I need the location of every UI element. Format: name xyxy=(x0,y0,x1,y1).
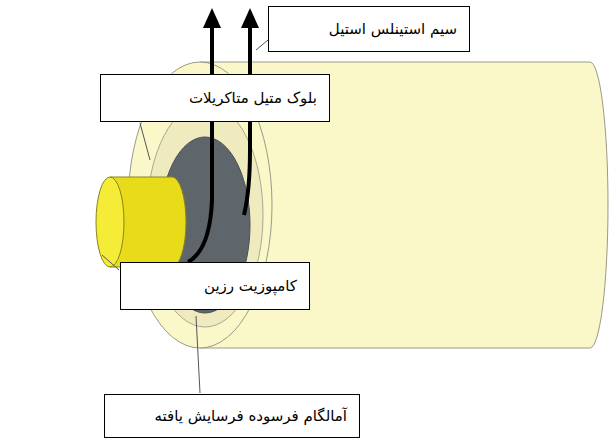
wire-arrowhead xyxy=(241,8,259,28)
label-box: آمالگام فرسوده فرسایش یافته xyxy=(104,394,360,438)
composite-face xyxy=(96,177,124,267)
label-box: سیم استینلس استیل xyxy=(268,6,470,52)
label-text: سیم استینلس استیل xyxy=(317,20,469,38)
leader-line xyxy=(256,40,268,50)
leader-line xyxy=(196,316,200,393)
leader-line xyxy=(140,123,150,160)
label-box: کامپوزیت رزین xyxy=(120,262,310,310)
steel-wire xyxy=(188,26,212,262)
label-text: کامپوزیت رزین xyxy=(192,277,309,295)
label-box: بلوک متیل متاکریلات xyxy=(100,74,330,122)
wire-arrowhead xyxy=(203,8,221,28)
label-text: آمالگام فرسوده فرسایش یافته xyxy=(143,407,359,425)
label-text: بلوک متیل متاکریلات xyxy=(177,89,329,107)
leader-line xyxy=(102,255,119,270)
